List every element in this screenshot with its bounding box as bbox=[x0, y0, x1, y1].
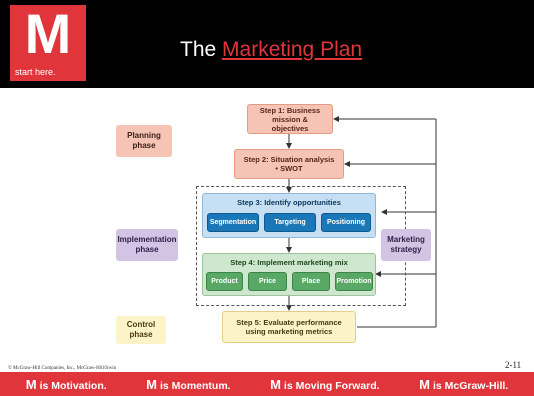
footer-text-1: is Motivation. bbox=[39, 379, 107, 392]
targeting-box: Targeting bbox=[264, 213, 316, 232]
footer-m-4: M bbox=[419, 376, 430, 392]
step5-box: Step 5: Evaluate performance using marke… bbox=[222, 311, 356, 343]
planning-phase-label: Planning phase bbox=[116, 125, 172, 157]
promotion-text: Promotion bbox=[336, 278, 372, 285]
step2-box: Step 2: Situation analysis • SWOT bbox=[234, 149, 344, 179]
targeting-text: Targeting bbox=[274, 219, 306, 226]
footer-m-3: M bbox=[270, 376, 281, 392]
positioning-box: Positioning bbox=[321, 213, 371, 232]
product-box: Product bbox=[206, 272, 243, 291]
footer-text-4: is McGraw-Hill. bbox=[432, 379, 509, 392]
step3-title: Step 3: Identify opportunities bbox=[237, 198, 341, 207]
step2-subtext: • SWOT bbox=[275, 164, 303, 173]
title-link[interactable]: Marketing Plan bbox=[222, 38, 363, 61]
logo-letter: M bbox=[24, 2, 72, 65]
step1-box: Step 1: Business mission & objectives bbox=[247, 104, 333, 134]
step4-title: Step 4: Implement marketing mix bbox=[230, 258, 348, 267]
logo-tagline: start here. bbox=[15, 67, 56, 77]
mcgraw-hill-logo: M start here. bbox=[10, 5, 86, 81]
product-text: Product bbox=[211, 278, 238, 285]
title-prefix: The bbox=[180, 38, 223, 61]
copyright-notice: © McGraw-Hill Companies, Inc., McGraw-Hi… bbox=[8, 366, 117, 371]
header-bar: M start here. The Marketing Plan bbox=[0, 0, 534, 88]
place-box: Place bbox=[292, 272, 330, 291]
step1-text: Step 1: Business mission & objectives bbox=[259, 105, 321, 133]
control-phase-text: Control phase bbox=[126, 320, 156, 339]
implementation-phase-text: Implementation phase bbox=[117, 235, 177, 254]
positioning-text: Positioning bbox=[326, 219, 366, 226]
marketing-strategy-text: Marketing strategy bbox=[387, 235, 425, 254]
implementation-phase-label: Implementation phase bbox=[116, 229, 178, 261]
price-text: Price bbox=[258, 278, 277, 285]
control-phase-label: Control phase bbox=[116, 316, 166, 344]
place-text: Place bbox=[301, 278, 321, 285]
segmentation-text: Segmentation bbox=[209, 219, 257, 226]
price-box: Price bbox=[248, 272, 287, 291]
step2-text: Step 2: Situation analysis bbox=[243, 155, 335, 164]
footer-m-2: M bbox=[146, 376, 157, 392]
page-number: 2-11 bbox=[505, 360, 522, 370]
footer-m-1: M bbox=[25, 376, 37, 392]
footer-text-3: is Moving Forward. bbox=[283, 379, 380, 392]
slide-title: The Marketing Plan bbox=[180, 36, 362, 64]
segmentation-box: Segmentation bbox=[207, 213, 259, 232]
promotion-box: Promotion bbox=[335, 272, 373, 291]
step5-text: Step 5: Evaluate performance using marke… bbox=[236, 318, 342, 336]
planning-phase-text: Planning phase bbox=[127, 131, 161, 150]
footer-text-2: is Momentum. bbox=[160, 379, 231, 392]
marketing-strategy-label: Marketing strategy bbox=[381, 229, 431, 261]
